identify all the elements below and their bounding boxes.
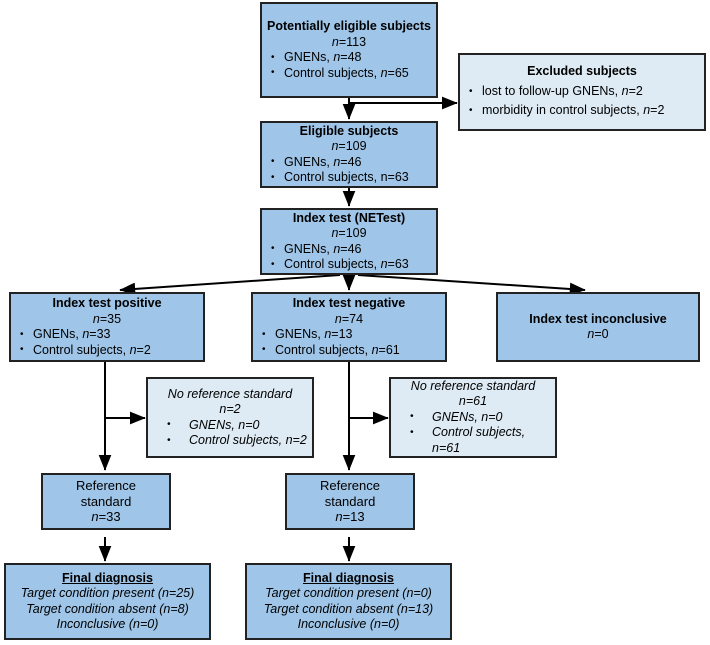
edge-indextest-to-inconclusive: [357, 274, 586, 296]
node-reference-standard-right[interactable]: Reference standard n=13: [285, 473, 415, 530]
diagnosis-line: Target condition present (n=0): [265, 586, 432, 600]
node-no-reference-standard-right[interactable]: No reference standard n=61 GNENs, n=0 Co…: [389, 377, 557, 458]
node-bullet-list: GNENs, n=33 Control subjects, n=2: [16, 327, 198, 358]
node-title: Index test (NETest): [292, 210, 406, 225]
node-count: n=109: [331, 139, 367, 153]
list-item: GNENs, n=33: [16, 327, 198, 343]
diagnosis-line: Inconclusive (n=0): [56, 617, 159, 631]
node-eligible-subjects[interactable]: Eligible subjects n=109 GNENs, n=46 Cont…: [260, 121, 438, 188]
list-item: Control subjects, n=61: [396, 425, 550, 456]
list-item: GNENs, n=46: [267, 241, 431, 258]
node-bullet-list: GNENs, n=48 Control subjects, n=65: [267, 50, 431, 81]
node-title: Excluded subjects: [527, 63, 637, 78]
node-title: Final diagnosis: [62, 570, 153, 585]
node-title-line1: Reference: [320, 478, 380, 494]
diagnosis-line: Target condition present (n=25): [20, 586, 195, 600]
node-title: Potentially eligible subjects: [267, 19, 431, 33]
node-title-line2: standard: [324, 493, 376, 509]
list-item: Control subjects, n=65: [267, 65, 431, 82]
node-count: n=74: [334, 311, 364, 326]
node-title-line1: Reference: [76, 478, 136, 494]
node-count: n=35: [92, 311, 122, 326]
node-title: Index test inconclusive: [529, 311, 667, 326]
list-item: Control subjects, n=61: [258, 342, 440, 359]
list-item: Control subjects, n=63: [267, 257, 431, 273]
node-index-test-positive[interactable]: Index test positive n=35 GNENs, n=33 Con…: [9, 292, 205, 362]
node-bullet-list: GNENs, n=0 Control subjects, n=61: [396, 409, 550, 457]
node-count: n=13: [335, 509, 365, 525]
list-item: GNENs, n=46: [267, 154, 431, 171]
list-item: lost to follow-up GNENs, n=2: [465, 82, 699, 101]
node-title: No reference standard: [410, 378, 536, 393]
diagnosis-line: Target condition absent (n=13): [263, 601, 434, 616]
node-bullet-list: lost to follow-up GNENs, n=2 morbidity i…: [465, 82, 699, 120]
node-lines: Target condition present (n=25) Target c…: [11, 586, 204, 633]
node-excluded-subjects[interactable]: Excluded subjects lost to follow-up GNEN…: [458, 53, 706, 131]
edge-indextest-to-positive: [119, 274, 341, 296]
diagnosis-line: Inconclusive (n=0): [297, 617, 400, 631]
node-count: n=113: [331, 34, 367, 49]
list-item: Control subjects, n=2: [153, 433, 307, 449]
node-potentially-eligible-subjects[interactable]: Potentially eligible subjects n=113 GNEN…: [260, 2, 438, 98]
node-title-line2: standard: [80, 493, 132, 509]
list-item: morbidity in control subjects, n=2: [465, 101, 699, 120]
node-lines: Target condition present (n=0) Target co…: [252, 586, 445, 633]
node-reference-standard-left[interactable]: Reference standard n=33: [41, 473, 171, 530]
node-title: Eligible subjects: [299, 123, 399, 138]
node-bullet-list: GNENs, n=13 Control subjects, n=61: [258, 327, 440, 358]
node-title: No reference standard: [167, 386, 293, 401]
list-item: GNENs, n=0: [153, 417, 307, 434]
node-count: n=0: [587, 327, 609, 341]
list-item: GNENs, n=0: [396, 409, 550, 426]
list-item: Control subjects, n=63: [267, 170, 431, 186]
node-bullet-list: GNENs, n=0 Control subjects, n=2: [153, 417, 307, 449]
node-count: n=2: [219, 402, 241, 416]
node-index-test-negative[interactable]: Index test negative n=74 GNENs, n=13 Con…: [251, 292, 447, 362]
list-item: GNENs, n=13: [258, 327, 440, 343]
node-title: Index test negative: [292, 296, 406, 310]
list-item: Control subjects, n=2: [16, 342, 198, 359]
diagnosis-line: Target condition absent (n=8): [26, 601, 189, 616]
node-count: n=61: [458, 394, 488, 409]
node-final-diagnosis-right[interactable]: Final diagnosis Target condition present…: [245, 563, 452, 640]
node-bullet-list: GNENs, n=46 Control subjects, n=63: [267, 154, 431, 186]
node-final-diagnosis-left[interactable]: Final diagnosis Target condition present…: [4, 563, 211, 640]
list-item: GNENs, n=48: [267, 50, 431, 66]
node-title: Final diagnosis: [303, 570, 394, 585]
node-no-reference-standard-left[interactable]: No reference standard n=2 GNENs, n=0 Con…: [146, 377, 314, 458]
node-index-test-inconclusive[interactable]: Index test inconclusive n=0: [496, 292, 700, 362]
node-index-test[interactable]: Index test (NETest) n=109 GNENs, n=46 Co…: [260, 208, 438, 275]
node-bullet-list: GNENs, n=46 Control subjects, n=63: [267, 241, 431, 273]
node-title: Index test positive: [52, 296, 162, 310]
node-count: n=109: [331, 226, 367, 240]
node-count: n=33: [91, 509, 121, 525]
